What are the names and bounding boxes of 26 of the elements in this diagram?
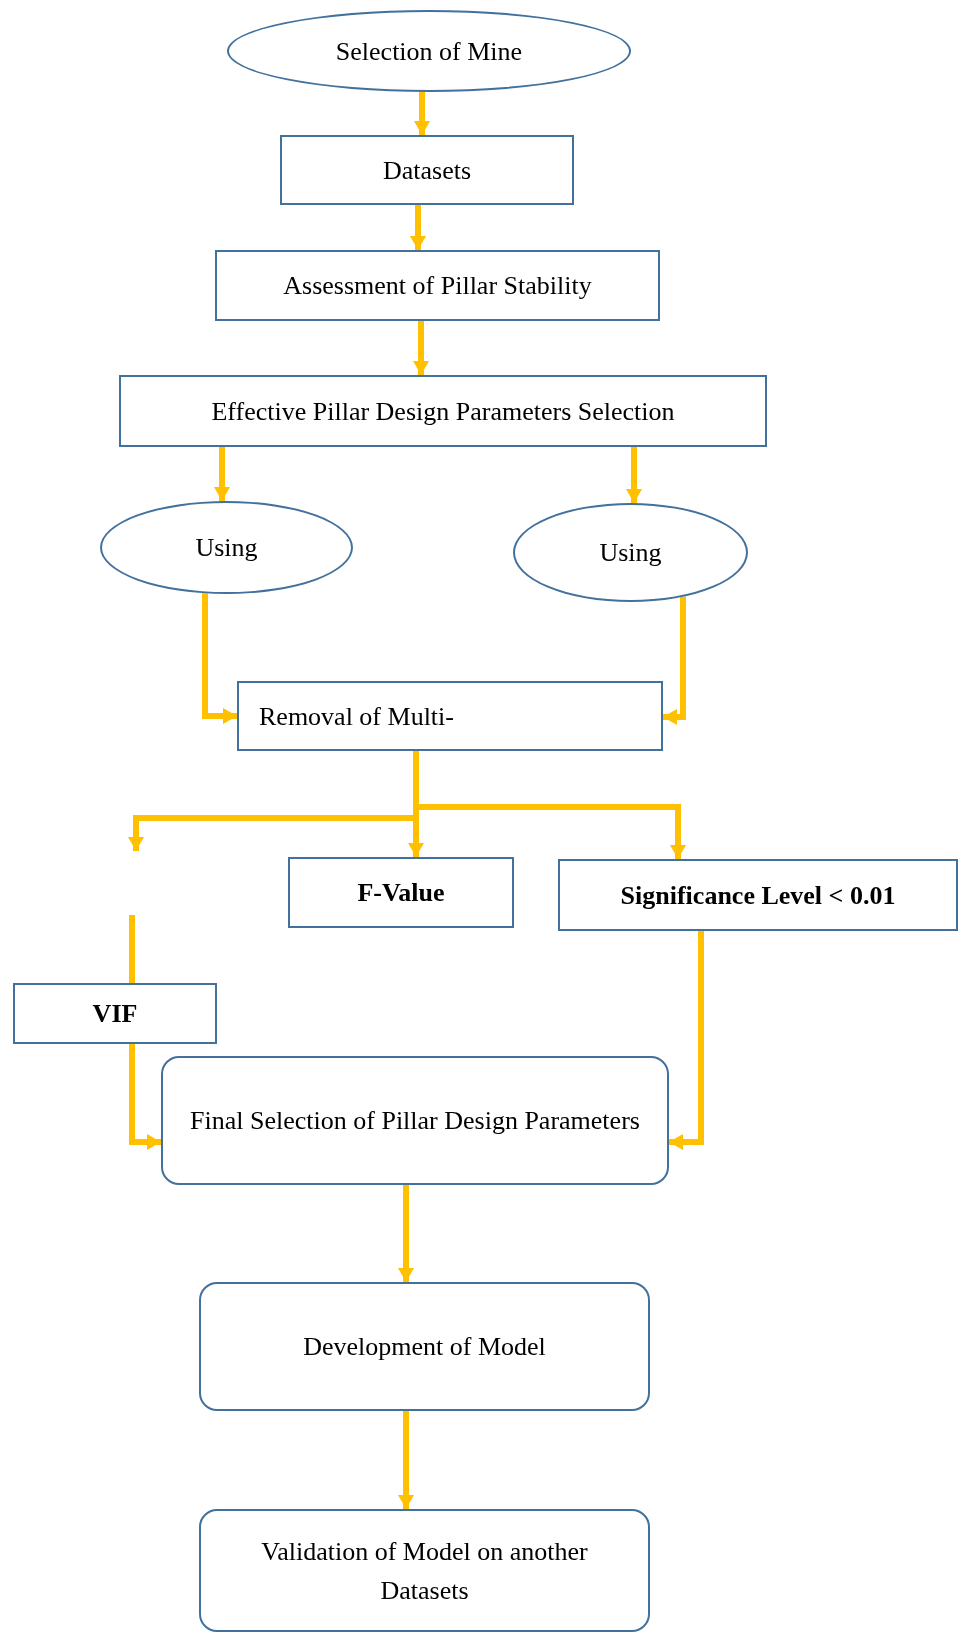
- connector-line: [129, 915, 135, 983]
- arrow: [128, 751, 419, 851]
- process-box: Effective Pillar Design Parameters Selection: [119, 375, 767, 447]
- arrow: [398, 1411, 414, 1509]
- ellipse-node: Using: [100, 501, 353, 594]
- arrow: [413, 321, 429, 375]
- arrow: [414, 92, 430, 135]
- arrow: [202, 593, 237, 724]
- arrow: [410, 205, 426, 250]
- process-box: VIF: [13, 983, 217, 1044]
- arrow: [398, 1185, 414, 1282]
- process-box: F-Value: [288, 857, 514, 928]
- process-box: Removal of Multi-: [237, 681, 663, 751]
- rounded-process-box: Validation of Model on another Datasets: [199, 1509, 650, 1632]
- ellipse-node: Selection of Mine: [227, 10, 631, 92]
- arrow: [129, 1044, 161, 1150]
- arrow: [214, 447, 230, 502]
- ellipse-node: Using: [513, 503, 748, 602]
- rounded-process-box: Development of Model: [199, 1282, 650, 1411]
- rounded-process-box: Final Selection of Pillar Design Parameters: [161, 1056, 669, 1185]
- process-box: Datasets: [280, 135, 574, 205]
- process-box: Assessment of Pillar Stability: [215, 250, 660, 321]
- arrow: [626, 447, 642, 503]
- process-box: Significance Level < 0.01: [558, 859, 958, 931]
- arrow: [669, 931, 704, 1150]
- arrow: [663, 596, 686, 725]
